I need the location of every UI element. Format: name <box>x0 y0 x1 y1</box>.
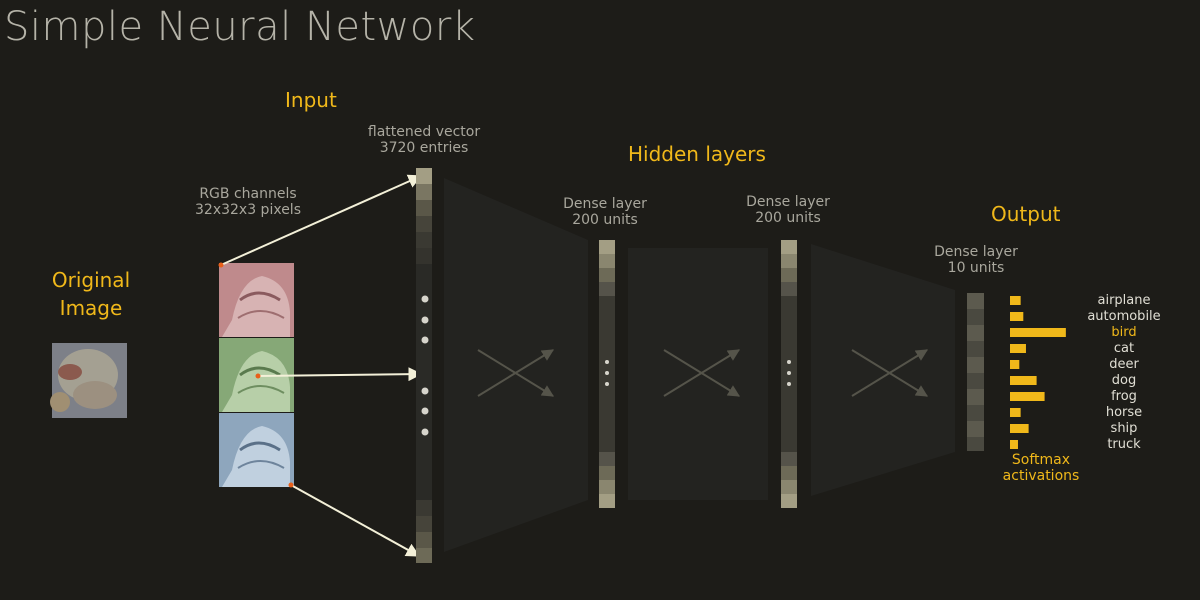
flat-label-line2: 3720 entries <box>379 140 469 156</box>
input-arrow-top <box>220 174 423 266</box>
class-label-horse: horse <box>1105 405 1143 420</box>
rgb-channels-label: RGB channels 32x32x3 pixels <box>178 186 318 218</box>
dense3-label-line1: Dense layer <box>934 244 1018 260</box>
pixel-dot-red <box>218 262 224 268</box>
dense2-label-line2: 200 units <box>755 210 821 226</box>
output-heading: Output <box>991 202 1061 226</box>
rgb-label-line1: RGB channels <box>199 186 297 202</box>
red-channel-image <box>219 263 294 337</box>
input-arrow-middle <box>257 367 423 382</box>
dense1-label-line2: 200 units <box>572 212 638 228</box>
original-image-heading: Original Image <box>50 266 132 322</box>
flattened-vector-bar <box>416 168 432 563</box>
dense-layer-3-label: Dense layer 10 units <box>921 244 1031 276</box>
cross-arrow-2b <box>663 349 741 397</box>
rgb-label-line2: 32x32x3 pixels <box>195 202 301 218</box>
connection-panel-1 <box>444 178 588 552</box>
dense-layer-2-bar <box>781 240 797 508</box>
class-label-airplane: airplane <box>1097 293 1151 308</box>
flat-label-line1: flattened vector <box>367 124 481 140</box>
class-label-dog: dog <box>1111 373 1137 388</box>
dense-layer-1-label: Dense layer 200 units <box>550 196 660 228</box>
output-layer-bar <box>967 293 984 451</box>
class-label-bird: bird <box>1111 325 1137 340</box>
softmax-label-line2: activations <box>1002 468 1080 484</box>
input-arrow-bottom <box>290 484 421 557</box>
vector-ellipsis-dots <box>421 295 429 436</box>
input-heading: Input <box>285 88 337 112</box>
class-label-frog: frog <box>1111 389 1137 404</box>
softmax-bar-group <box>1010 296 1066 449</box>
hidden-layers-heading: Hidden layers <box>628 142 766 166</box>
original-heading-line2: Image <box>59 296 123 320</box>
class-label-automobile: automobile <box>1087 309 1161 324</box>
class-label-deer: deer <box>1109 357 1139 372</box>
original-image-thumbnail <box>50 343 127 418</box>
flattened-vector-label: flattened vector 3720 entries <box>352 124 496 156</box>
class-label-cat: cat <box>1113 341 1135 356</box>
softmax-bar-automobile <box>1010 312 1024 321</box>
dense-layer-1-bar <box>599 240 615 508</box>
softmax-bar-deer <box>1010 360 1020 369</box>
softmax-bar-bird <box>1010 328 1066 337</box>
class-label-ship: ship <box>1110 421 1138 436</box>
softmax-label: Softmax activations <box>996 452 1086 484</box>
softmax-bar-frog <box>1010 392 1045 401</box>
dense2-label-line1: Dense layer <box>746 194 830 210</box>
original-heading-line1: Original <box>51 268 131 292</box>
cross-arrow-3b <box>851 349 929 397</box>
dense3-label-line2: 10 units <box>947 260 1005 276</box>
class-label-truck: truck <box>1107 437 1141 452</box>
blue-channel-image <box>219 413 294 487</box>
cross-arrow-1b <box>477 349 555 397</box>
softmax-bar-truck <box>1010 440 1018 449</box>
pixel-dot-blue <box>288 482 294 488</box>
softmax-bar-horse <box>1010 408 1021 417</box>
pixel-dot-green <box>255 373 261 379</box>
softmax-bar-dog <box>1010 376 1037 385</box>
softmax-bar-ship <box>1010 424 1029 433</box>
page-title: Simple Neural Network <box>4 4 476 50</box>
softmax-bar-cat <box>1010 344 1026 353</box>
dense1-label-line1: Dense layer <box>563 196 647 212</box>
softmax-bar-airplane <box>1010 296 1021 305</box>
dense-layer-2-label: Dense layer 200 units <box>733 194 843 226</box>
softmax-label-line1: Softmax <box>1011 452 1071 468</box>
